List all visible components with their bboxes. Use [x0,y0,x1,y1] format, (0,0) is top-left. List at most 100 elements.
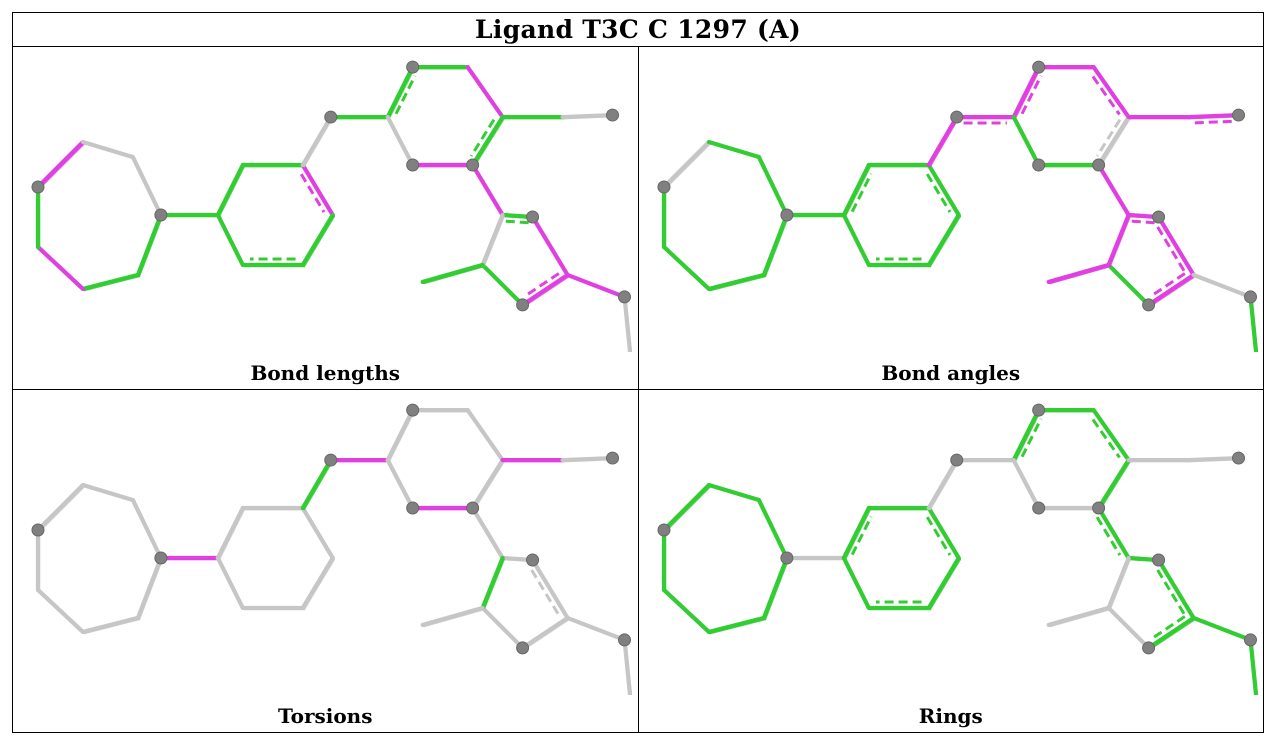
atom-21 [1231,108,1245,122]
bond-7-8 [841,162,873,218]
bond-0-1 [35,482,86,533]
bond-26-22 [1106,555,1131,611]
bond-17-20 [1126,457,1191,463]
bond-4-5 [80,615,141,635]
bond-2-3 [756,154,789,218]
bond-12-7 [841,212,871,268]
bond-12-7 [215,555,246,611]
bond-26-27 [1046,605,1111,628]
bond-17-18 [469,114,505,168]
atom-0 [31,180,45,194]
atom-25 [1141,641,1155,655]
bond-10-11 [300,212,336,268]
bond-25-26 [1106,605,1151,651]
bond-6-0 [35,527,41,593]
panel-caption-bond-angles: Bond angles [881,361,1021,385]
atom-28 [618,290,632,304]
bond-13-14 [328,114,390,120]
bond-18-19 [1036,162,1101,168]
atom-3 [154,208,168,222]
panel-caption-torsions: Torsions [278,704,373,728]
bond-14-15 [1011,408,1042,463]
bond-5-6 [35,587,86,635]
bond-7-8 [215,162,246,218]
atom-3 [779,551,793,565]
atom-15 [1031,60,1045,74]
bond-9-13 [926,457,959,511]
bond-23-24 [530,214,570,278]
bond-17-18 [1096,457,1131,511]
bond-9-10 [925,162,961,218]
bond-19-14 [1011,457,1041,511]
atom-0 [656,523,670,537]
bond-3-4 [135,555,164,621]
bond-4-5 [80,272,141,292]
bond-20-21 [560,455,615,463]
bond-0-1 [661,482,711,533]
bond-19-14 [385,114,415,168]
bond-9-10 [299,162,336,218]
molecule-diagram-bond-angles [656,60,1258,352]
bond-8-9 [240,162,306,168]
bond-16-17 [465,408,505,463]
bond-18-22 [470,162,505,218]
atom-25 [1141,298,1155,312]
bond-26-27 [1046,262,1111,285]
bond-9-10 [300,505,336,561]
bond-3-4 [761,212,789,278]
bond-12-7 [215,212,246,268]
atom-15 [406,60,420,74]
bond-0-1 [661,139,711,190]
molecule-diagram-rings [656,403,1258,695]
bond-9-13 [926,114,959,168]
bond-28-29 [622,637,633,695]
atom-28 [1243,633,1257,647]
bond-15-16 [410,408,470,413]
bond-18-22 [1095,505,1131,561]
bond-18-22 [1096,162,1131,218]
bond-26-22 [480,212,505,268]
molecule-diagram-bond-lengths [31,60,633,352]
bond-17-20 [500,114,565,120]
table-title: Ligand T3C C 1297 (A) [12,12,1264,47]
bond-2-3 [130,154,164,218]
atom-18 [1091,158,1105,172]
atom-15 [406,403,420,417]
atom-23 [1151,210,1165,224]
panel-torsions: Torsions [12,389,639,733]
bond-7-8 [215,505,246,561]
atom-28 [618,633,632,647]
bond-18-22 [470,505,505,561]
bond-8-9 [240,505,306,511]
panel-caption-bond-lengths: Bond lengths [250,361,401,385]
atom-0 [656,180,670,194]
atom-18 [466,158,480,172]
bond-24-25 [520,272,570,308]
bond-24-25 [1145,272,1196,308]
atom-13 [324,453,338,467]
bond-7-8 [841,505,873,561]
bond-26-27 [420,605,485,628]
bond-15-16 [1036,408,1096,413]
bond-23-24 [1155,557,1196,621]
bond-5-6 [35,244,86,292]
bond-3-7 [784,212,846,218]
atom-21 [606,108,620,122]
panel-caption-rings: Rings [918,704,983,728]
bond-28-29 [1247,637,1258,695]
bond-28-29 [622,294,633,352]
atom-19 [406,501,420,515]
atom-25 [516,298,530,312]
bond-24-25 [1145,615,1196,651]
bond-1-2 [80,139,136,160]
atom-18 [466,501,480,515]
bond-14-15 [385,408,415,463]
bond-20-21 [1185,112,1241,125]
bond-5-6 [661,244,711,292]
bond-13-14 [954,457,1016,463]
bond-9-10 [925,505,961,561]
atom-25 [516,641,530,655]
bond-24-28 [1190,272,1253,300]
atom-21 [1231,451,1245,465]
bond-10-11 [926,212,961,268]
